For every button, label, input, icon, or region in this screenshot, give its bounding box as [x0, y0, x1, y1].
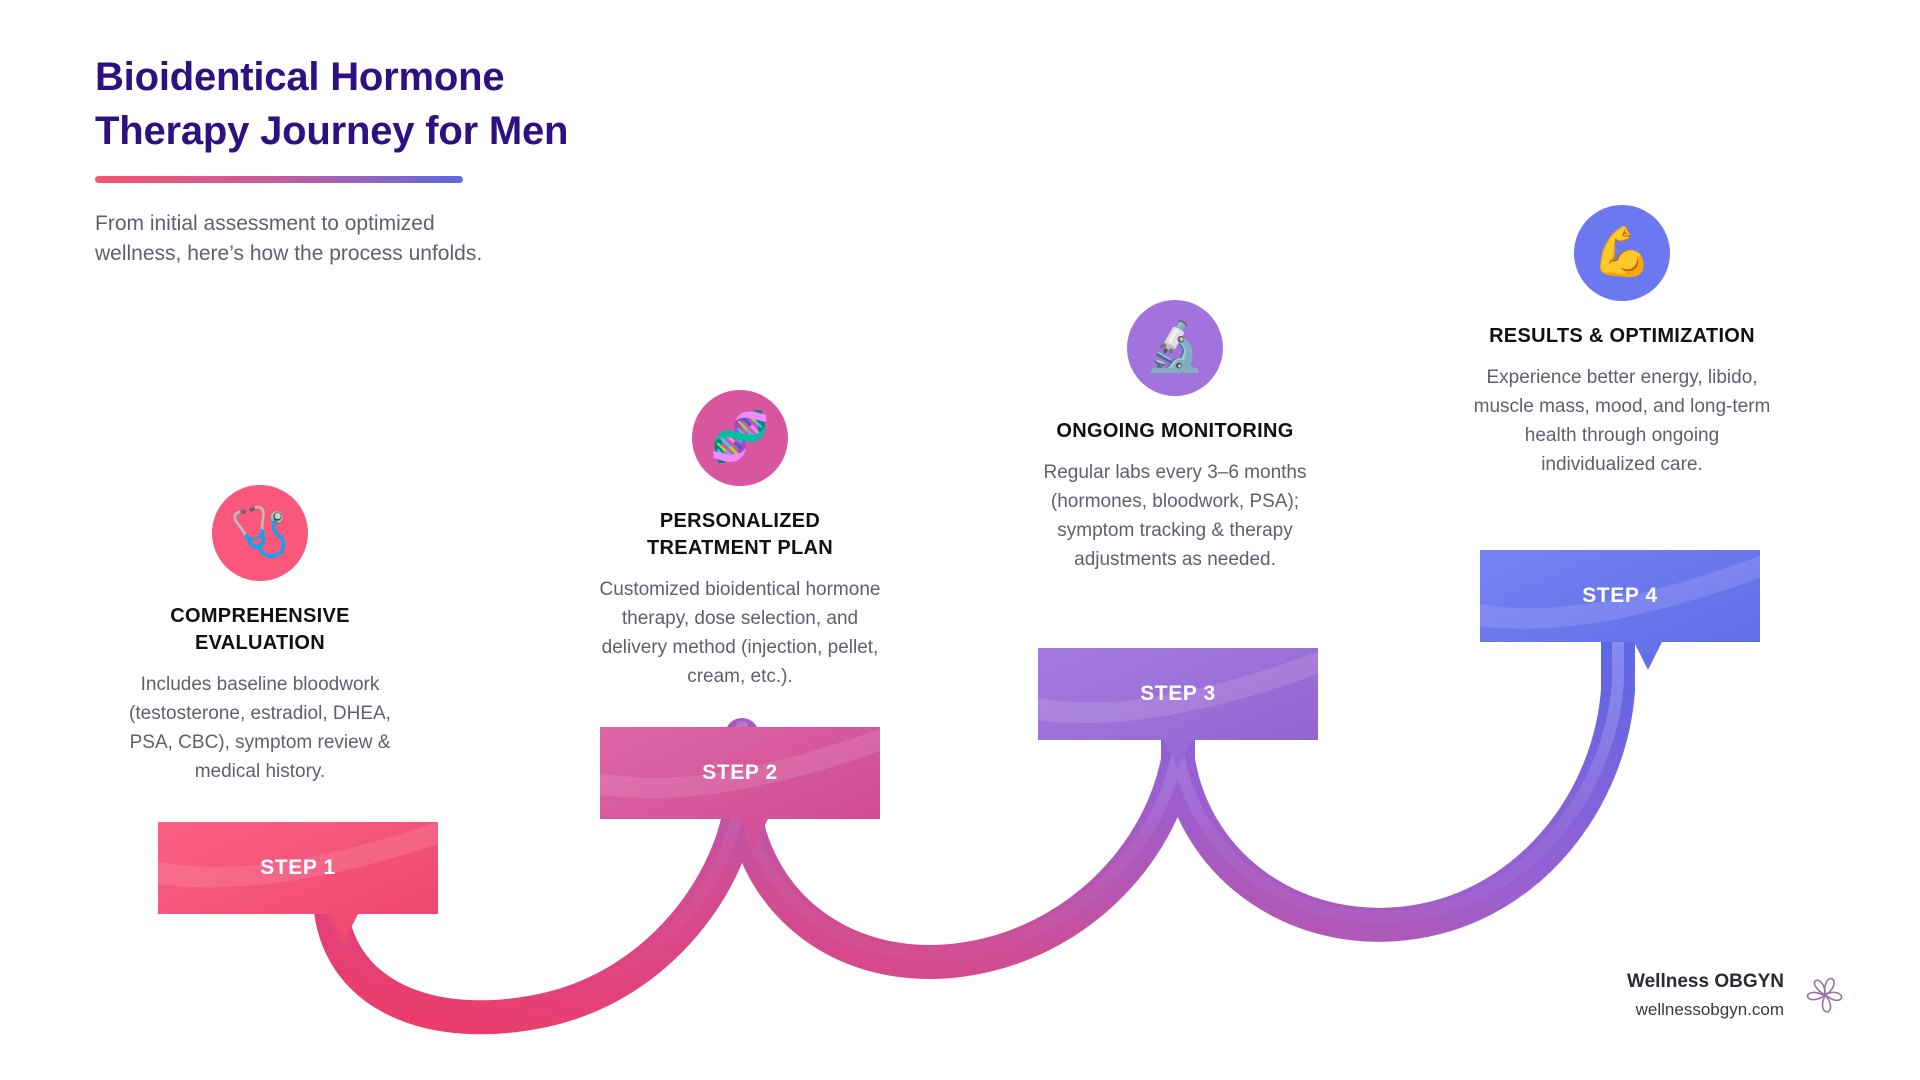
microscope-icon: 🔬: [1145, 321, 1205, 374]
step-2-icon-circle: 🧬: [692, 390, 788, 486]
page-subtitle: From initial assessment to optimized wel…: [95, 212, 483, 266]
step-3-body: Regular labs every 3–6 months (hormones,…: [1043, 462, 1307, 570]
brand-text: Wellness OBGYN wellnessobgyn.com: [1627, 968, 1784, 1022]
step-3-heading: ONGOING MONITORING: [1056, 420, 1294, 442]
step-4-icon-circle: 💪: [1574, 205, 1670, 301]
page-title: Bioidentical Hormone Therapy Journey for…: [95, 55, 569, 153]
dna-icon: 🧬: [710, 411, 770, 464]
step-4-body: Experience better energy, libido, muscle…: [1473, 367, 1771, 475]
step-3: 🔬 ONGOING MONITORING Regular labs every …: [1030, 300, 1320, 575]
brand-footer: Wellness OBGYN wellnessobgyn.com: [1627, 968, 1848, 1022]
step-1-badge-shape: [158, 822, 438, 942]
step-2-badge[interactable]: STEP 2: [600, 727, 880, 847]
step-1-heading: COMPREHENSIVE EVALUATION: [170, 605, 350, 654]
step-1: 🩺 COMPREHENSIVE EVALUATION Includes base…: [115, 485, 405, 787]
step-2-badge-shape: [600, 727, 880, 847]
step-1-icon-circle: 🩺: [212, 485, 308, 581]
step-2: 🧬 PERSONALIZED TREATMENT PLAN Customized…: [595, 390, 885, 692]
title-accent-rule: [95, 176, 463, 183]
brand-name: Wellness OBGYN: [1627, 971, 1784, 992]
step-3-icon-circle: 🔬: [1127, 300, 1223, 396]
flower-logo-icon: [1806, 977, 1843, 1013]
flexed-biceps-icon: 💪: [1592, 226, 1652, 279]
step-4-badge[interactable]: STEP 4: [1480, 550, 1760, 670]
brand-url[interactable]: wellnessobgyn.com: [1635, 999, 1784, 1019]
step-1-badge[interactable]: STEP 1: [158, 822, 438, 942]
step-2-heading: PERSONALIZED TREATMENT PLAN: [646, 510, 834, 559]
step-4: 💪 RESULTS & OPTIMIZATION Experience bett…: [1472, 205, 1772, 480]
step-4-heading: RESULTS & OPTIMIZATION: [1489, 325, 1755, 347]
header: Bioidentical Hormone Therapy Journey for…: [95, 50, 735, 270]
step-4-badge-shape: [1480, 550, 1760, 670]
stethoscope-icon: 🩺: [230, 506, 290, 559]
step-2-body: Customized bioidentical hormone therapy,…: [599, 579, 881, 687]
step-3-badge[interactable]: STEP 3: [1038, 648, 1318, 768]
step-1-body: Includes baseline bloodwork (testosteron…: [129, 674, 391, 782]
step-3-badge-shape: [1038, 648, 1318, 768]
